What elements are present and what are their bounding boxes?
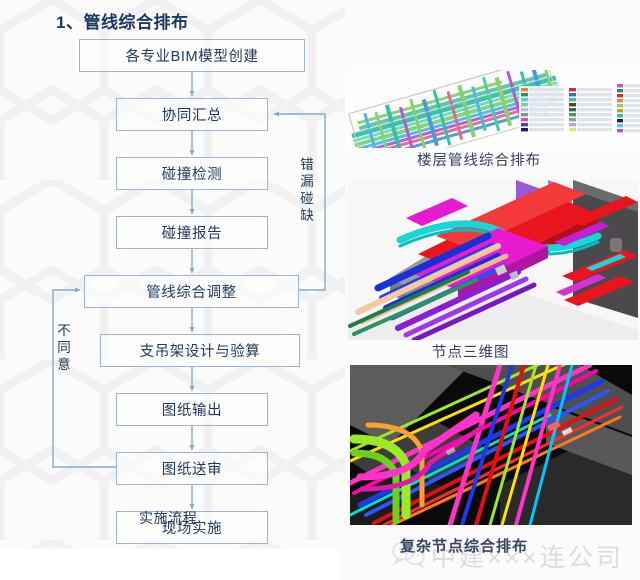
- figure-floor-layout-caption: 楼层管线综合排布: [417, 153, 541, 169]
- flow-node-clash-report[interactable]: 碰撞报告: [116, 216, 268, 249]
- edge-label-left-loop: 不同意: [57, 323, 71, 372]
- flowchart: 各专业BIM模型创建 协同汇总 碰撞检测 碰撞报告 管线综合调整 支吊架设计与验…: [0, 34, 340, 554]
- figure-complex-node[interactable]: [350, 365, 632, 525]
- flowchart-connectors: [52, 72, 326, 510]
- bottom-fade: [0, 550, 340, 580]
- figure-complex-node-caption: 复杂节点综合排布: [400, 538, 529, 555]
- flow-node-label: 图纸送审: [161, 462, 223, 478]
- figure-legend: [519, 82, 640, 136]
- flow-node-clash-detection[interactable]: 碰撞检测: [116, 157, 268, 190]
- flow-node-drawing-review[interactable]: 图纸送审: [116, 452, 268, 485]
- flow-node-label: 管线综合调整: [146, 285, 237, 301]
- flow-node-support-design[interactable]: 支吊架设计与验算: [100, 334, 300, 367]
- flow-node-drawing-output[interactable]: 图纸输出: [116, 393, 268, 426]
- flow-node-label: 碰撞检测: [161, 167, 223, 183]
- flow-node-label: 支吊架设计与验算: [139, 344, 261, 360]
- edge-label-right-loop: 错漏碰缺: [300, 157, 314, 223]
- flowchart-caption: 实施流程: [139, 510, 198, 526]
- figure-node-3d-caption: 节点三维图: [432, 345, 510, 361]
- flow-node-label: 各专业BIM模型创建: [125, 49, 259, 65]
- flow-node-label: 图纸输出: [161, 403, 223, 419]
- figure-floor-layout[interactable]: [345, 70, 640, 148]
- page-title: 1、管线综合排布: [56, 13, 189, 32]
- figure-node-3d[interactable]: [348, 180, 638, 340]
- flow-node-label: 协同汇总: [161, 108, 223, 124]
- flow-node-site-implementation[interactable]: 现场实施: [116, 511, 268, 544]
- flow-node-label: 碰撞报告: [161, 226, 223, 242]
- flow-node-pipeline-adjustment[interactable]: 管线综合调整: [84, 275, 299, 308]
- flow-node-collaborative-summary[interactable]: 协同汇总: [116, 98, 268, 131]
- flow-node-label: 现场实施: [161, 521, 223, 537]
- flow-node-bim-model-creation[interactable]: 各专业BIM模型创建: [79, 39, 305, 72]
